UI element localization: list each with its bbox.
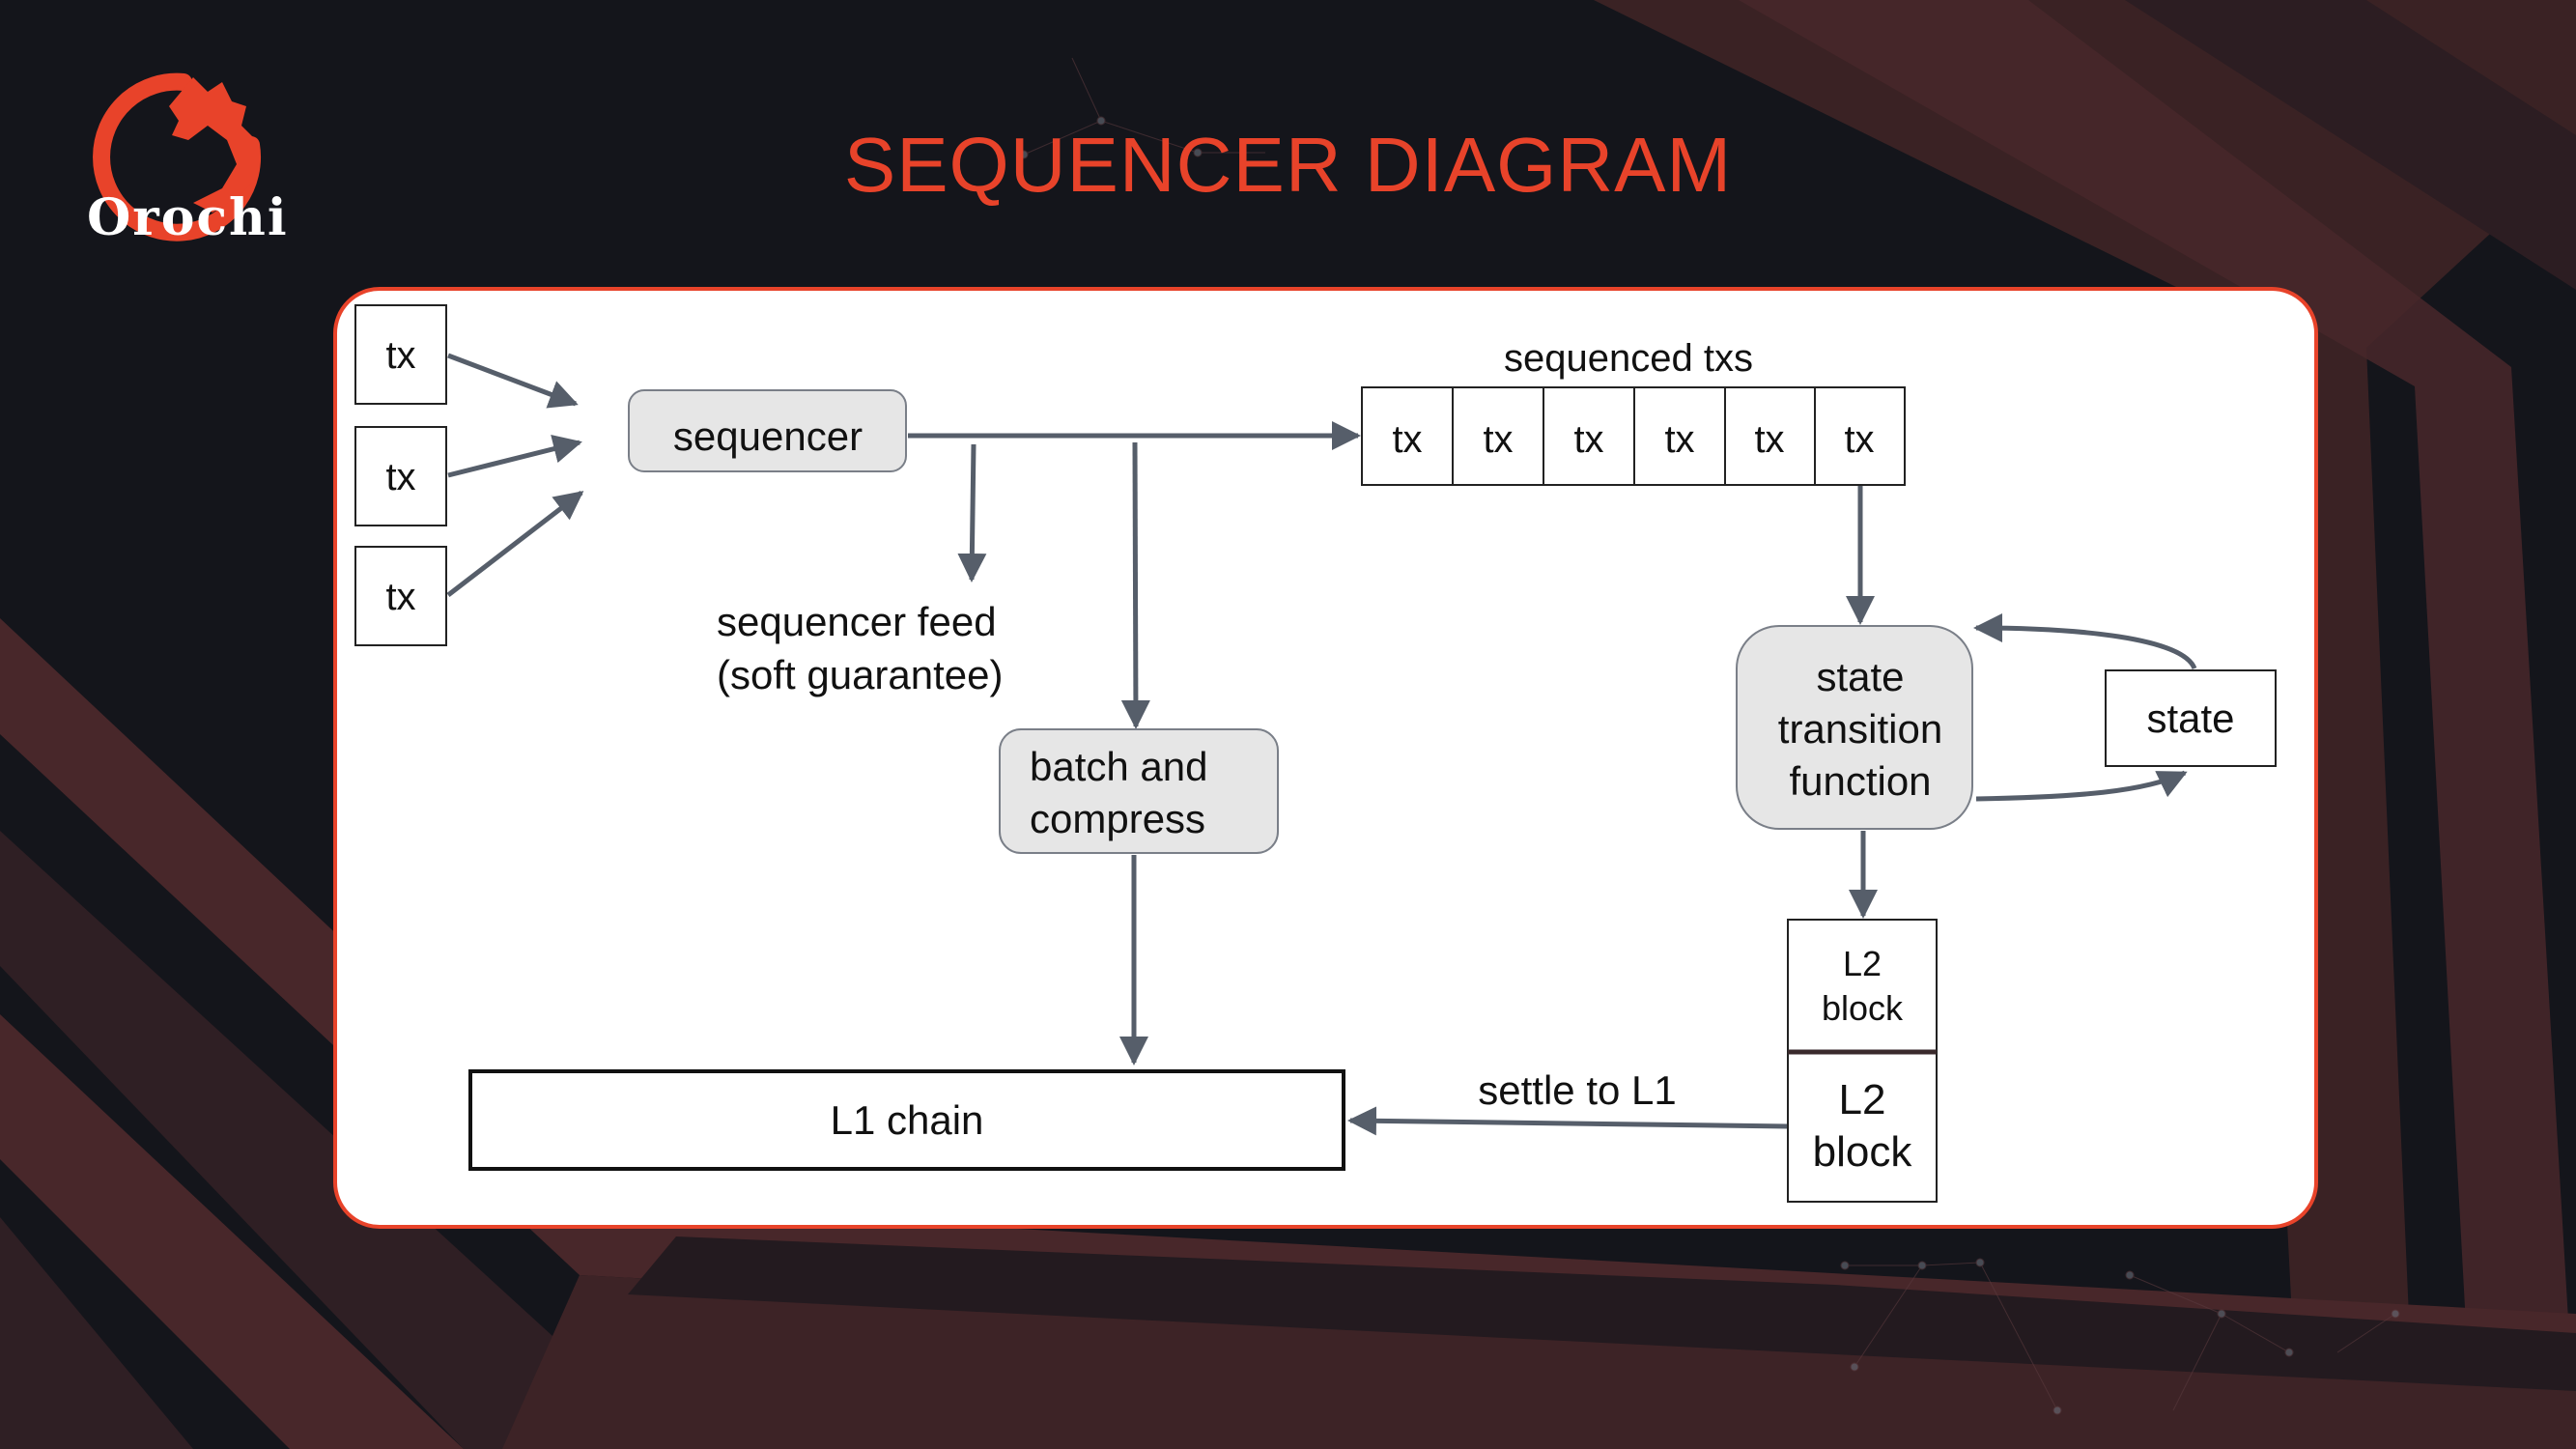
- dragon-ring-icon: [93, 72, 262, 242]
- l2-block-1: L2 block: [1787, 919, 1938, 1053]
- sequenced-tx: tx: [1633, 386, 1726, 486]
- input-tx-1: tx: [354, 304, 447, 405]
- arrow-state-to-stf: [1973, 613, 2197, 670]
- arrow-sequencer-feed: [957, 443, 987, 582]
- arrow-tx1-to-sequencer: [447, 353, 579, 409]
- settle-label: settle to L1: [1478, 1067, 1676, 1113]
- state-label: state: [2146, 696, 2234, 741]
- page-title: SEQUENCER DIAGRAM: [843, 122, 1733, 208]
- sequenced-tx: tx: [1452, 386, 1544, 486]
- batch-label-line2: compress: [1030, 796, 1205, 841]
- stf-label-line1: state: [1816, 654, 1904, 699]
- tx-label: tx: [1573, 418, 1603, 461]
- sequenced-tx: tx: [1543, 386, 1635, 486]
- tx-label: tx: [385, 334, 415, 377]
- stf-label-line2: transition: [1778, 706, 1942, 752]
- arrow-tx3-to-sequencer: [446, 491, 584, 597]
- state-node: state: [2105, 669, 2277, 767]
- sequenced-tx: tx: [1361, 386, 1454, 486]
- arrow-settle-to-l1: [1347, 1106, 1789, 1136]
- l1-chain-node: L1 chain: [468, 1069, 1345, 1171]
- tx-label: tx: [1844, 418, 1874, 461]
- sequenced-tx-row: tx tx tx tx tx tx: [1361, 386, 1906, 486]
- sequencer-label: sequencer: [673, 413, 863, 459]
- state-transition-function-node: state transition function: [1736, 625, 1973, 830]
- brand-name: Orochi: [87, 188, 289, 247]
- tx-label: tx: [1483, 418, 1513, 461]
- sequencer-feed-label: sequencer feed: [717, 599, 997, 644]
- tx-label: tx: [385, 576, 415, 618]
- batch-label-line1: batch and: [1030, 744, 1208, 789]
- l2-block-2: L2 block: [1787, 1049, 1938, 1203]
- tx-label: tx: [1392, 418, 1422, 461]
- l2-label-line2: block: [1822, 988, 1904, 1028]
- arrow-tx2-to-sequencer: [447, 434, 582, 478]
- input-tx-3: tx: [354, 546, 447, 646]
- l2-label-line1: L2: [1843, 944, 1882, 983]
- tx-label: tx: [1754, 418, 1784, 461]
- arrow-to-batch: [1120, 441, 1150, 729]
- sequenced-tx: tx: [1724, 386, 1816, 486]
- tx-label: tx: [385, 456, 415, 498]
- l1-chain-label: L1 chain: [831, 1097, 984, 1143]
- input-tx-2: tx: [354, 426, 447, 526]
- sequencer-feed-sublabel: (soft guarantee): [717, 652, 1004, 697]
- batch-compress-node: batch and compress: [999, 728, 1279, 854]
- tx-label: tx: [1664, 418, 1694, 461]
- sequenced-txs-label: sequenced txs: [1504, 337, 1753, 380]
- l2-label-line1: L2: [1839, 1076, 1886, 1123]
- stf-label-line3: function: [1789, 758, 1931, 804]
- sequencer-node: sequencer: [628, 389, 907, 472]
- arrow-stf-to-state: [1975, 770, 2188, 802]
- l2-label-line2: block: [1813, 1128, 1913, 1176]
- sequenced-tx: tx: [1814, 386, 1906, 486]
